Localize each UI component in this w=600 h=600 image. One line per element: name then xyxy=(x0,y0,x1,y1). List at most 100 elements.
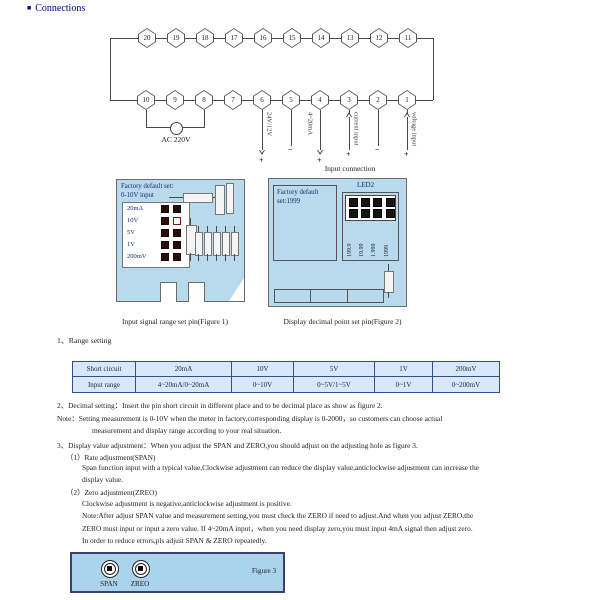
jumper-pin xyxy=(386,198,395,207)
connector-cell xyxy=(310,290,346,302)
range-option-label: 200mV xyxy=(127,253,147,260)
wire xyxy=(407,110,408,150)
range-option-label: 5V xyxy=(127,229,135,236)
terminal-8: 8 xyxy=(195,90,213,110)
jumper-pin xyxy=(386,209,395,218)
wire xyxy=(207,254,208,261)
range-setting-table: Short circuit 20mA 10V 5V 1V 200mV Input… xyxy=(72,361,500,393)
table-header-cell: 5V xyxy=(293,362,374,377)
wire xyxy=(204,110,205,128)
jumper-pin xyxy=(173,253,181,261)
section-bullet-icon: ■ xyxy=(27,4,32,12)
figure1-caption: Input signal range set pin(Figure 1) xyxy=(121,317,229,326)
terminal-2: 2 xyxy=(369,90,387,110)
terminal-15: 15 xyxy=(283,28,301,48)
terminal-17: 17 xyxy=(225,28,243,48)
terminal-16: 16 xyxy=(254,28,272,48)
decimal-option-label: 19.99 xyxy=(359,243,365,258)
wire xyxy=(225,254,226,261)
figure1-board: Factory default set: 0-10V input 20mA 10… xyxy=(116,179,245,302)
decimal-option-label: 1999 xyxy=(384,245,390,257)
table-header-cell: 1V xyxy=(374,362,432,377)
wire xyxy=(198,226,199,233)
instruction-line: Note：Setting measurement is 0-10V when t… xyxy=(57,414,443,423)
instruction-line: measurement and display range according … xyxy=(92,426,282,435)
instruction-line: 3、Display value adjustment：When you adju… xyxy=(57,441,418,450)
jumper-pin xyxy=(173,229,181,237)
jumper-pin xyxy=(373,198,382,207)
instruction-line: display value. xyxy=(82,475,124,484)
table-cell: 0~10V xyxy=(231,377,293,392)
terminal-4: 4 xyxy=(311,90,329,110)
ac-source-icon xyxy=(170,122,183,135)
zero-label: ZREO xyxy=(130,580,150,588)
component-icon xyxy=(213,232,221,256)
minus-sign: − xyxy=(288,145,293,154)
figure1-title: Factory default set: 0-10V input xyxy=(121,183,174,200)
terminal-12: 12 xyxy=(370,28,388,48)
plus-sign: + xyxy=(346,150,351,159)
table-cell: Input range xyxy=(87,380,121,389)
terminal-14: 14 xyxy=(312,28,330,48)
instruction-line: Span function input with a typical value… xyxy=(82,463,479,472)
wire xyxy=(190,218,191,226)
arrow-down-icon xyxy=(259,150,265,155)
section-title: Connections xyxy=(35,3,86,14)
current-input-label: current input xyxy=(352,112,360,146)
connector-cell xyxy=(346,290,383,302)
range-option-label: 1V xyxy=(127,241,135,248)
table-header-cell: 200mV xyxy=(432,362,499,377)
terminal-11: 11 xyxy=(399,28,417,48)
jumper-pin xyxy=(373,209,382,218)
jumper-pin xyxy=(361,209,370,218)
decimal-option-label: 199.9 xyxy=(347,243,353,258)
led2-label: LED2 xyxy=(357,181,375,189)
input-connection-caption: Input connection xyxy=(324,164,376,173)
terminal-6: 6 xyxy=(253,90,271,110)
instruction-line: Clockwise adjustment is negative,anticlo… xyxy=(82,499,292,508)
arrow-up-icon xyxy=(346,112,352,117)
table-header-cell: 20mA xyxy=(135,362,231,377)
terminal-13: 13 xyxy=(341,28,359,48)
wire xyxy=(234,226,235,233)
jumper-pin-open xyxy=(173,217,181,225)
instruction-line: In order to reduce errors,pls adjust SPA… xyxy=(82,536,267,545)
current-signal-label: 4~20mA xyxy=(306,112,314,136)
terminal-7: 7 xyxy=(224,90,242,110)
table-cell: 0~1V xyxy=(374,377,432,392)
wire xyxy=(378,110,379,146)
instruction-line: （2）Zero adjustment(ZREO) xyxy=(66,488,157,497)
board-notch xyxy=(188,282,205,302)
range-option-box: 20mA 10V 5V 1V 200mV xyxy=(122,202,190,268)
wire xyxy=(190,253,191,261)
figure3-caption: Figure 3 xyxy=(251,567,277,575)
plus-sign: + xyxy=(404,150,409,159)
wire xyxy=(198,254,199,261)
decimal-pin-box: 199.9 19.99 1.999 1999 xyxy=(342,192,399,261)
wire xyxy=(234,254,235,261)
wire xyxy=(216,226,217,233)
component-icon xyxy=(204,232,212,256)
terminal-20: 20 xyxy=(138,28,156,48)
terminal-9: 9 xyxy=(166,90,184,110)
component-icon xyxy=(215,185,225,215)
supply-voltage-label: 24V/12V xyxy=(265,112,273,137)
wire xyxy=(388,292,389,298)
wire xyxy=(291,110,292,146)
terminal-1: 1 xyxy=(398,90,416,110)
jumper-pin xyxy=(349,198,358,207)
wire xyxy=(320,110,321,150)
jumper-pin xyxy=(161,241,169,249)
span-adjust-knob xyxy=(101,560,119,578)
table-header-cell: Short circuit xyxy=(73,362,135,377)
table-cell: 4~20mA/0~20mA xyxy=(135,377,231,392)
terminal-10: 10 xyxy=(137,90,155,110)
figure2-board: LED2 Factory default set:1999 199.9 19.9… xyxy=(268,178,407,307)
table-header-cell: 10V xyxy=(231,362,293,377)
wire xyxy=(433,38,434,100)
jumper-pin xyxy=(161,217,169,225)
plus-sign: + xyxy=(317,156,322,165)
instruction-line: Note:After adjust SPAN value and measure… xyxy=(82,511,474,520)
wire xyxy=(225,226,226,233)
table-cell: 0~200mV xyxy=(432,377,499,392)
